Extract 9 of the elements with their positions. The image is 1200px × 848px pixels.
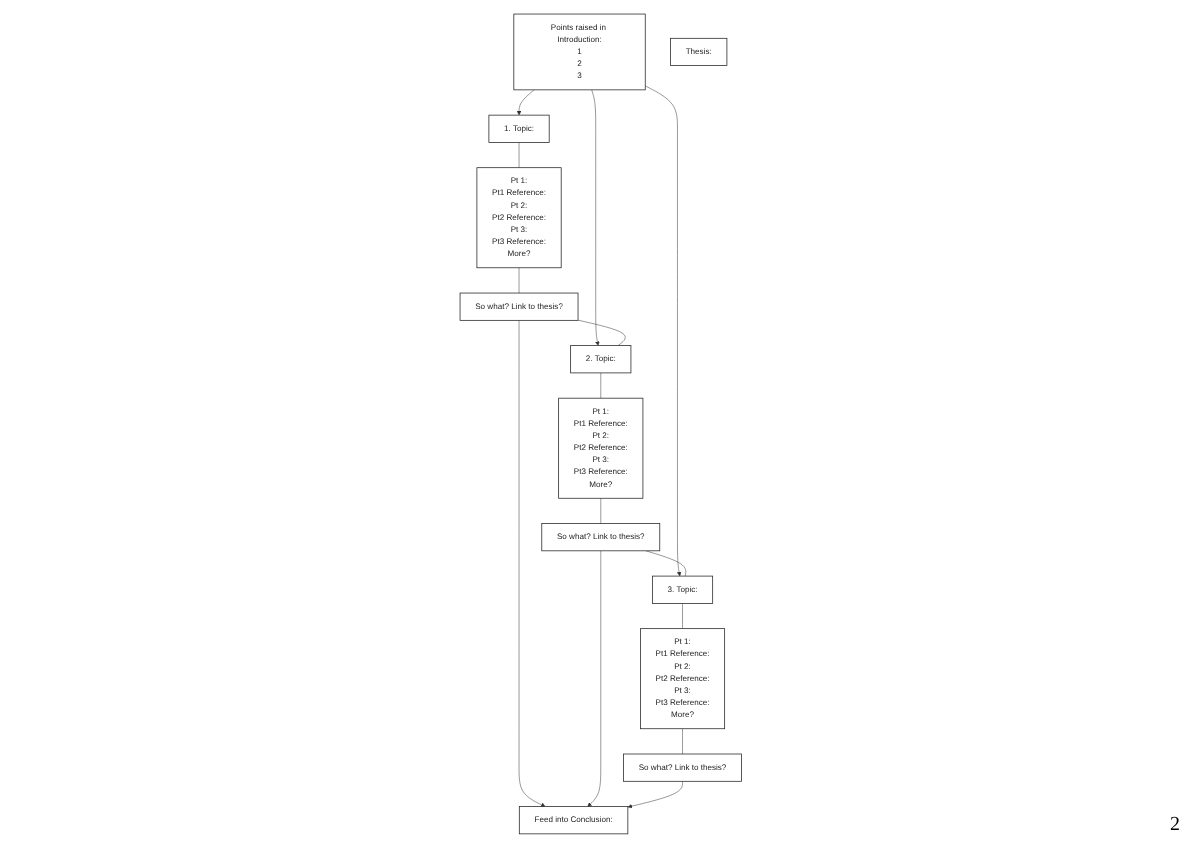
connector	[599, 498, 601, 524]
page-number: 2	[1170, 814, 1180, 836]
connector	[518, 142, 519, 168]
connector	[518, 267, 519, 294]
connector	[681, 603, 682, 629]
connector	[599, 372, 601, 399]
connector	[644, 550, 686, 577]
connector	[577, 319, 625, 346]
connector	[681, 728, 682, 755]
